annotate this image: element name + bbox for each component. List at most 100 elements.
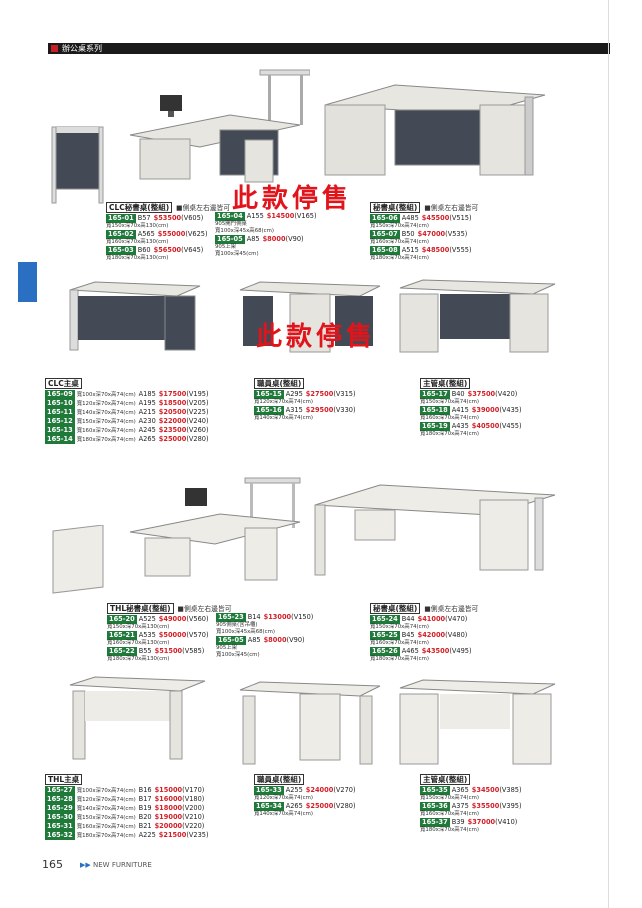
product-extra: (V645) [181,246,204,254]
block-title: THL主桌 [45,774,83,785]
block-title-line: 秘書桌(整組)■側桌左右邊皆可 [370,202,520,214]
block-title: 秘書桌(整組) [370,202,421,213]
product-extra: (V270) [333,786,356,794]
product-model: A295 [285,390,303,398]
product-price: $42000 [417,631,446,639]
product-code: 165-04 [215,212,245,221]
block-note: ■側桌左右邊皆可 [176,204,231,212]
product-model: A565 [137,230,155,238]
block-title: CLC主桌 [45,378,82,389]
category-header: 辦公桌系列 [48,43,610,54]
product-model: B39 [451,818,465,826]
product-code: 165-07 [370,230,400,239]
product-extra: (V435) [499,406,522,414]
product-model: A515 [401,246,419,254]
product-price: $51500 [154,647,183,655]
product-extra: (V225) [186,408,209,416]
product-size: 寬120x深70x高74(cm) [254,399,313,405]
product-code: 165-35 [420,786,450,795]
product-extra: (V470) [445,615,468,623]
product-model: A525 [138,615,156,623]
product-price: $56500 [153,246,182,254]
product-extra: (V280) [186,435,209,443]
product-price: $43500 [421,647,450,655]
product-extra: (V515) [449,214,472,222]
product-size: 寬120x深70x高74(cm) [76,401,136,407]
product-size: 寬140x深70x高74(cm) [254,811,313,817]
clc-manager-desk-image [399,279,556,353]
product-size: 寬100x深45(cm) [215,251,259,257]
block-title-line: 職員桌(整組) [254,378,404,390]
product-price: $23500 [158,426,187,434]
product-extra: (V150) [291,613,314,621]
product-code: 165-21 [107,631,137,640]
product-price: $14500 [266,212,295,220]
product-model: B40 [451,390,465,398]
discontinued-watermark-mid: 此款停售 [256,322,377,352]
product-extra: (V560) [186,615,209,623]
block-title-line: THL秘書桌(整組)■側桌左右邊皆可 [107,603,247,615]
clc-l-desk-image [324,84,546,176]
product-model: B57 [137,214,151,222]
clc-secretary-desk-image [129,69,310,183]
product-extra: (V170) [182,786,205,794]
product-model: B55 [138,647,152,655]
product-price: $15000 [154,786,183,794]
product-code: 165-19 [420,422,450,431]
clc-main-desk-image [69,281,201,351]
product-size: 寬180x深70x高74(cm) [420,431,479,437]
side-tab-marker [18,262,37,302]
product-price: $24000 [305,786,334,794]
product-model: A375 [451,802,469,810]
thl-panel-image [52,525,104,594]
product-code: 165-24 [370,615,400,624]
product-subtitle: 905側桌(含吊櫃) [216,622,258,628]
clc-staff-desk-image [239,281,381,353]
product-price: $27500 [305,390,334,398]
product-model: A535 [138,631,156,639]
product-extra: (V240) [186,417,209,425]
block-title: 主管桌(整組) [420,774,471,785]
product-subtitle: 905上架 [216,645,238,651]
product-extra: (V90) [285,235,304,243]
product-size: 寬180x深70x高74(cm) [76,833,136,839]
product-model: A155 [246,212,264,220]
product-price: $20000 [154,822,183,830]
product-size: 寬160x深70x高74(cm) [76,428,136,434]
block-title-line: 秘書桌(整組)■側桌左右邊皆可 [370,603,520,615]
product-price: $34500 [471,786,500,794]
block-note: ■側桌左右邊皆可 [424,605,479,613]
discontinued-watermark-top: 此款停售 [232,184,353,214]
product-size: 寬150x深70x高74(cm) [370,624,429,630]
product-extra: (V220) [182,822,205,830]
product-price: $47000 [417,230,446,238]
product-extra: (V210) [182,813,205,821]
product-code: 165-32 [45,831,75,840]
product-price: $50000 [158,631,187,639]
product-model: B14 [247,613,261,621]
product-extra: (V625) [185,230,208,238]
